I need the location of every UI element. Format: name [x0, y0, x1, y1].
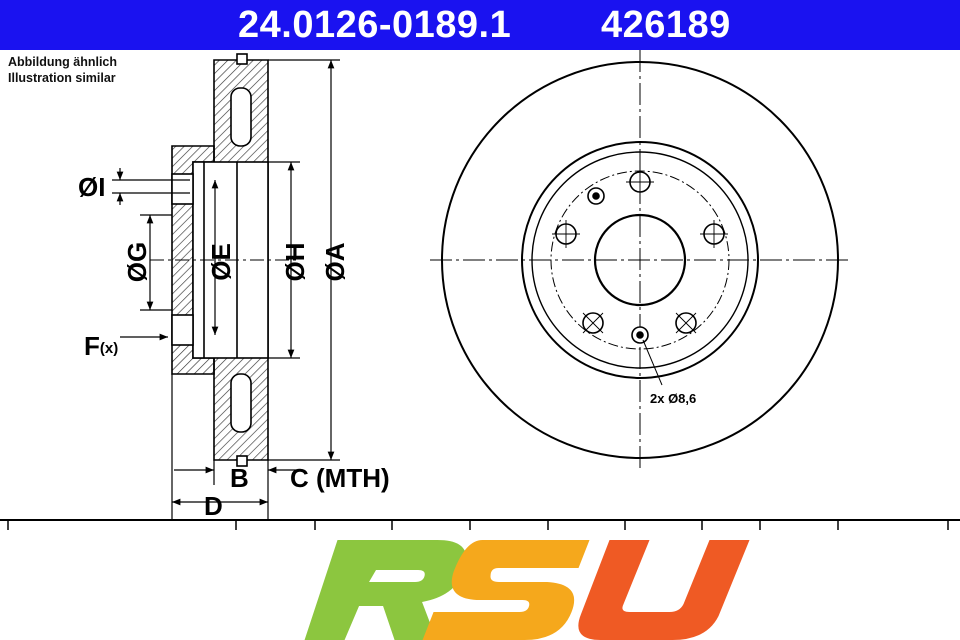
- note-similar-english: Illustration similar: [8, 71, 116, 85]
- logo-letter-s: [422, 540, 590, 640]
- dim-label-f-main: F: [84, 331, 100, 361]
- technical-drawing: ØI ØG ØE ØH ØA F(x) B C (MTH) D: [78, 50, 852, 520]
- article-number: 426189: [601, 4, 731, 46]
- title-bar: 24.0126-0189.1 426189: [0, 0, 960, 50]
- small-holes: [587, 187, 649, 344]
- dim-label-f-suffix: (x): [100, 340, 118, 357]
- dim-label-e: ØE: [206, 243, 236, 281]
- dim-label-i: ØI: [78, 172, 105, 202]
- dim-label-b: B: [230, 463, 249, 493]
- rsu-logo: [304, 540, 750, 640]
- front-view: [430, 50, 852, 468]
- dim-label-h: ØH: [280, 243, 310, 282]
- dim-label-f: F(x): [84, 331, 118, 361]
- dim-label-c: C (MTH): [290, 463, 390, 493]
- table-border: [0, 519, 960, 530]
- logo-letter-u: [578, 540, 750, 640]
- logo-letter-r: [304, 540, 467, 640]
- note-similar-german: Abbildung ähnlich: [8, 55, 118, 69]
- hole-callout: 2x Ø8,6: [650, 391, 696, 406]
- dim-label-g: ØG: [122, 242, 152, 282]
- dim-label-d: D: [204, 491, 223, 520]
- part-number: 24.0126-0189.1: [238, 4, 512, 46]
- dimension-lines: [112, 59, 340, 520]
- dim-label-a: ØA: [320, 242, 350, 281]
